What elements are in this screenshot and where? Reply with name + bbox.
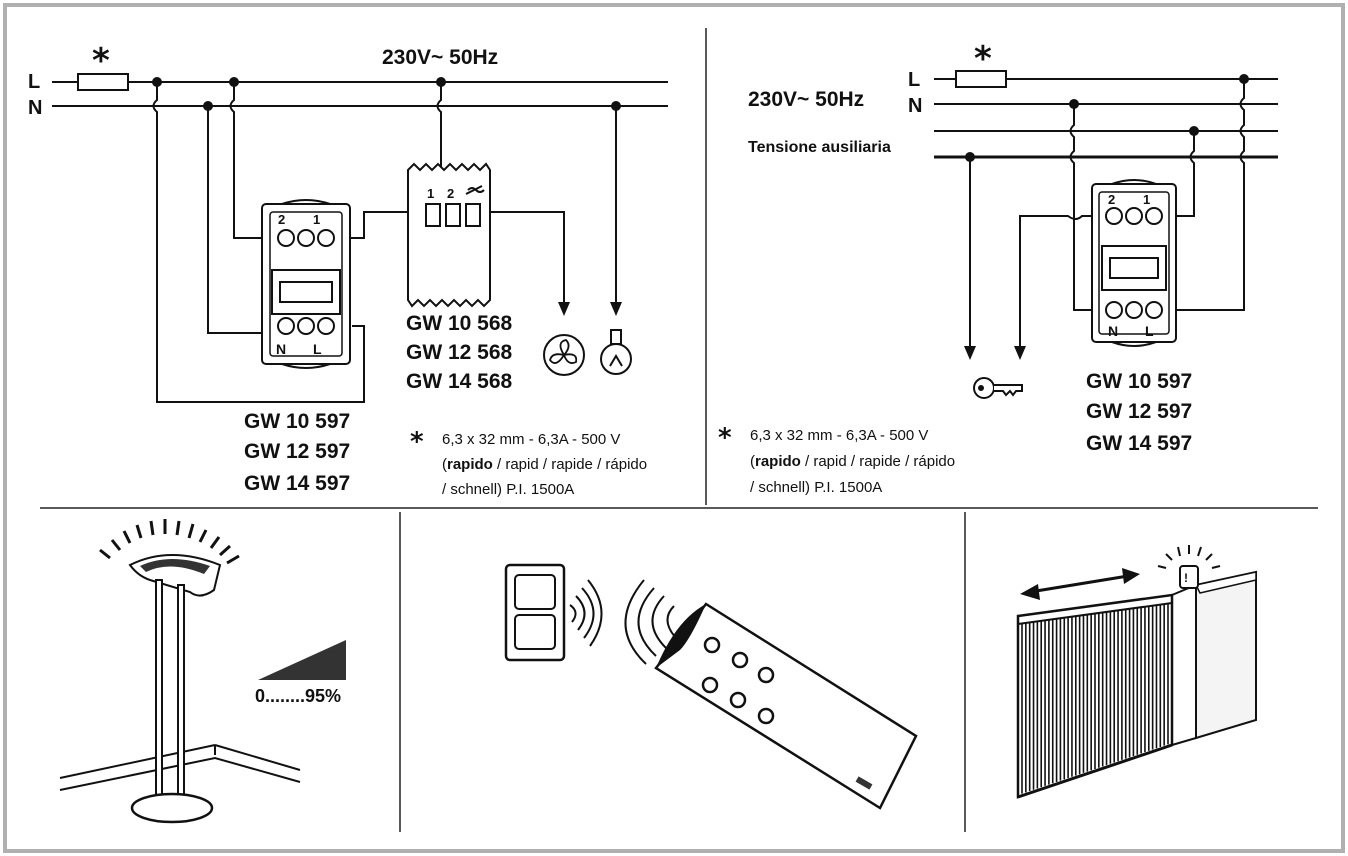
lamp-icon <box>600 329 632 375</box>
left-switch-term-n: N <box>276 341 286 357</box>
outer-frame <box>3 3 1345 853</box>
svg-text:!: ! <box>1184 571 1188 585</box>
right-switch-term-2: 2 <box>1108 192 1115 207</box>
dimmer-ramp-icon <box>258 640 346 680</box>
right-switch-term-n: N <box>1108 323 1118 339</box>
remote-control-scene <box>504 563 918 810</box>
double-arrow-icon <box>1020 568 1140 600</box>
dimmer-range-label: 0........95% <box>255 686 341 706</box>
relay-code-1: GW 10 568 <box>406 312 513 335</box>
fan-icon <box>543 334 585 376</box>
left-switch-term-1: 1 <box>313 212 320 227</box>
left-switch-code-1: GW 10 597 <box>244 410 350 433</box>
left-fuse <box>77 73 129 91</box>
relay-code-2: GW 12 568 <box>406 341 513 364</box>
right-label-n: N <box>908 95 922 117</box>
remote-control <box>654 602 918 810</box>
lamp-light-rays-icon <box>99 519 240 565</box>
room-corner <box>59 744 301 791</box>
left-wire-l-loop <box>152 82 365 403</box>
left-label-n: N <box>28 97 42 119</box>
left-wire-n-switch <box>207 106 270 334</box>
remote-buttons <box>701 636 775 725</box>
right-switch-term-l: L <box>1145 323 1154 339</box>
left-label-l: L <box>28 71 40 93</box>
left-note-line3: / schnell) P.I. 1500A <box>442 481 574 498</box>
right-note-star: * <box>718 423 732 453</box>
right-switch-module: 2 1 N L <box>1091 179 1177 347</box>
right-fuse <box>955 70 1007 88</box>
right-fuse-star: * <box>974 39 992 79</box>
left-wire-l-switch <box>229 82 270 239</box>
left-switch-term-l: L <box>313 341 322 357</box>
left-note-line2: (rapido / rapid / rapide / rápido <box>442 456 647 473</box>
remote-logo <box>855 776 873 790</box>
right-switch-code-2: GW 12 597 <box>1086 400 1192 423</box>
left-wire-switch-relay <box>340 211 428 239</box>
remote-waves-icon <box>624 579 677 665</box>
right-switch-code-1: GW 10 597 <box>1086 370 1192 393</box>
right-label-l: L <box>908 69 920 91</box>
right-wire-aux <box>1168 131 1195 217</box>
key-icon <box>973 377 1023 399</box>
left-wire-fan <box>484 211 565 306</box>
lamp-base <box>130 792 214 824</box>
left-note-line1: 6,3 x 32 mm - 6,3A - 500 V <box>442 431 620 448</box>
right-wiring-diagram: L N 230V~ 50Hz Tensione ausiliaria * <box>718 39 1278 496</box>
left-wire-relay-supply <box>436 82 442 212</box>
right-note-line1: 6,3 x 32 mm - 6,3A - 500 V <box>750 427 928 444</box>
floor-lamp-scene: 0........95% <box>59 519 346 824</box>
right-switch-code-3: GW 14 597 <box>1086 432 1192 455</box>
left-switch-term-2: 2 <box>278 212 285 227</box>
left-wiring-diagram: L N 230V~ 50Hz * <box>28 41 668 498</box>
left-supply-label: 230V~ 50Hz <box>382 46 498 69</box>
left-relay-term-2: 2 <box>447 186 454 201</box>
receiver-waves-icon <box>569 579 603 647</box>
left-arrow-lamp <box>610 302 622 316</box>
left-switch-code-3: GW 14 597 <box>244 472 350 495</box>
left-switch-module: 2 1 N L <box>261 199 351 369</box>
left-fuse-star: * <box>92 41 110 81</box>
left-relay-term-1: 1 <box>427 186 434 201</box>
right-wire-l <box>1168 79 1245 311</box>
right-note-line3: / schnell) P.I. 1500A <box>750 479 882 496</box>
right-wire-key-1 <box>1019 215 1098 350</box>
gate-scene: ! <box>1016 545 1257 799</box>
left-arrow-fan <box>558 302 570 316</box>
left-relay-module: 1 2 <box>407 162 491 308</box>
right-note-line2: (rapido / rapid / rapide / rápido <box>750 453 955 470</box>
right-switch-term-1: 1 <box>1143 192 1150 207</box>
right-wire-n <box>1069 104 1098 311</box>
relay-code-3: GW 14 568 <box>406 370 513 393</box>
left-note-star: * <box>410 427 424 457</box>
right-aux-label: Tensione ausiliaria <box>748 139 891 156</box>
gate-bars <box>1021 603 1169 794</box>
left-relay-timer-icon <box>465 185 485 195</box>
warning-light-icon: ! <box>1157 545 1221 589</box>
gate-pillar <box>1195 570 1257 740</box>
right-supply-label: 230V~ 50Hz <box>748 88 864 111</box>
left-switch-code-2: GW 12 597 <box>244 440 350 463</box>
